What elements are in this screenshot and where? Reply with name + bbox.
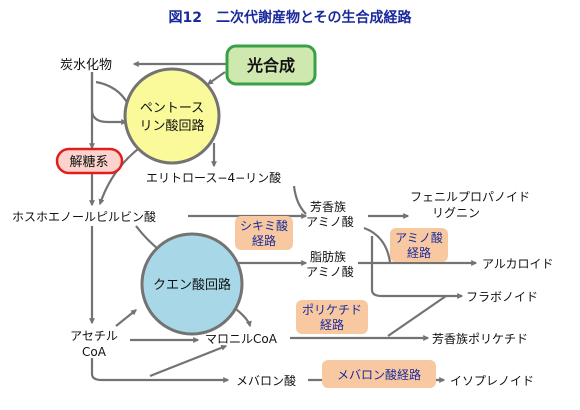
arrow-acetyl-to-mevalonic xyxy=(90,358,230,383)
acetyl-line1: アセチル xyxy=(70,329,118,343)
glycolysis-label: 解糖系 xyxy=(69,154,108,170)
shikimate-line1: シキミ酸 xyxy=(240,218,288,233)
flavonoid-label: フラボノイド xyxy=(466,290,538,304)
mevalonate-label: メバロン酸経路 xyxy=(337,367,421,382)
amino-acid-line2: 経路 xyxy=(407,245,431,260)
tca-label: クエン酸回路 xyxy=(153,277,231,293)
arrow-acetyl-to-tca xyxy=(115,309,137,327)
photosynthesis-label: 光合成 xyxy=(246,56,295,75)
alkaloid-label: アルカロイド xyxy=(482,257,554,271)
aromatic-aa-line2: アミノ酸 xyxy=(306,214,354,229)
arrow-carbohydrate-to-pentose xyxy=(90,72,128,125)
malonyl-label: マロニルCoA xyxy=(205,332,278,346)
arrow-malonyl-to-flavonoid xyxy=(387,295,447,337)
diagram-title: 図12 二次代謝産物とその生合成経路 xyxy=(168,9,412,26)
arrow-photosynthesis-to-pentose xyxy=(207,71,226,85)
pentose-label-line1: ペントース xyxy=(140,101,204,116)
mevalonate-pathway-box: メバロン酸経路 xyxy=(322,360,436,388)
arrow-aromatic-to-flavonoid xyxy=(370,236,464,299)
shikimate-pathway-box: シキミ酸 経路 xyxy=(235,216,293,250)
aliphatic-aa-line2: アミノ酸 xyxy=(306,264,354,279)
photosynthesis-node: 光合成 xyxy=(225,44,317,86)
amino-acid-pathway-box: アミノ酸 経路 xyxy=(390,228,448,262)
glycolysis-node: 解糖系 xyxy=(55,147,124,175)
erythrose-label: エリトロース−4−リン酸 xyxy=(146,170,281,185)
acetyl-line2: CoA xyxy=(82,345,107,359)
arrow-pentose-to-carbohydrate xyxy=(95,80,129,105)
polyketide-line1: ポリケチド xyxy=(302,303,362,317)
phenylpropanoid-label: フェニルプロパノイド xyxy=(410,190,530,204)
mevalonic-label: メバロン酸 xyxy=(236,373,296,388)
arrow-erythrose-to-aromatic-aa xyxy=(292,185,307,215)
isoprenoid-label: イソプレノイド xyxy=(450,374,534,388)
citric-acid-cycle: クエン酸回路 xyxy=(140,232,244,336)
carbohydrate-label: 炭水化物 xyxy=(60,58,112,73)
polyketide-pathway-box: ポリケチド 経路 xyxy=(296,300,368,334)
aromatic-aa-line1: 芳香族 xyxy=(310,200,346,214)
arrow-acetyl-to-mevalonic-diagonal xyxy=(149,344,228,378)
aromatic-polyketide-label: 芳香族ポリケチド xyxy=(432,332,528,346)
pep-label: ホスホエノールピルビン酸 xyxy=(12,209,156,224)
arrow-aromatic-to-alkaloid xyxy=(363,226,392,263)
amino-acid-line1: アミノ酸 xyxy=(395,230,443,245)
pentose-phosphate-cycle: ペントース リン酸回路 xyxy=(123,67,221,165)
pentose-label-line2: リン酸回路 xyxy=(139,118,204,134)
aliphatic-aa-line1: 脂肪族 xyxy=(310,249,346,264)
lignin-label: リグニン xyxy=(432,206,480,220)
polyketide-line2: 経路 xyxy=(320,317,344,332)
shikimate-line2: 経路 xyxy=(252,233,276,248)
